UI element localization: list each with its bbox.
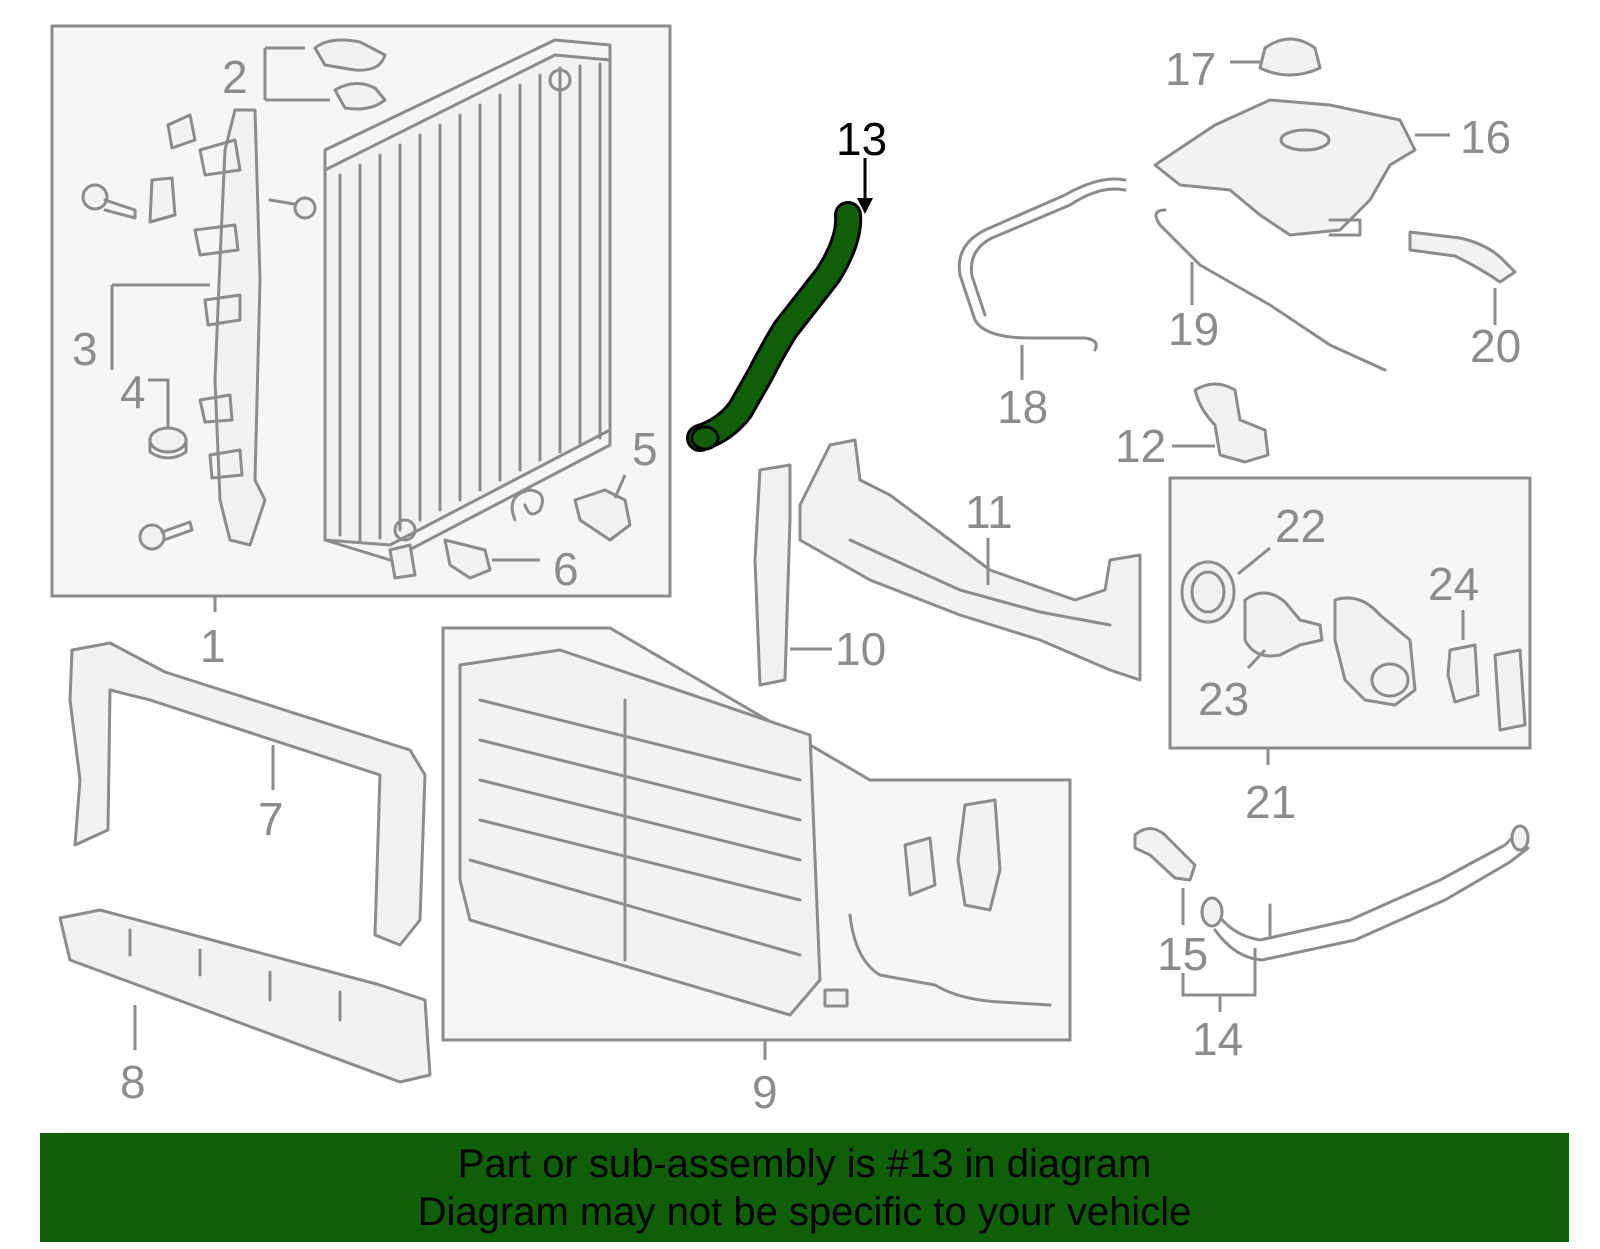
shutter-bracket[interactable] — [956, 798, 1002, 912]
callout-17: 17 — [1165, 43, 1216, 95]
callout-19: 19 — [1168, 303, 1219, 355]
radiator-side-bracket[interactable] — [193, 108, 267, 547]
shutter-actuator[interactable] — [903, 836, 937, 897]
callout-12: 12 — [1115, 420, 1166, 472]
thermostat-23[interactable] — [1243, 591, 1324, 658]
callout-21: 21 — [1245, 776, 1296, 828]
callout-6: 6 — [553, 543, 579, 595]
callout-2: 2 — [222, 51, 248, 103]
callout-16: 16 — [1460, 111, 1511, 163]
surge-tank-cap[interactable] — [1258, 37, 1322, 77]
lower-air-deflector-8[interactable] — [58, 908, 432, 1084]
thermostat-seal-22[interactable] — [1180, 560, 1236, 624]
callout-8: 8 — [120, 1056, 146, 1108]
radiator-drain-sensor[interactable] — [443, 538, 492, 580]
thermostat-housing[interactable] — [1333, 596, 1417, 707]
side-air-baffle-10[interactable] — [753, 463, 792, 687]
callout-5: 5 — [632, 423, 658, 475]
callout-14: 14 — [1192, 1013, 1243, 1065]
coolant-temp-sensor[interactable] — [573, 488, 632, 542]
radiator[interactable] — [323, 38, 612, 562]
thermostat-bracket-24[interactable] — [1446, 643, 1480, 704]
callout-13: 13 — [836, 113, 887, 165]
banner-line-part: Part or sub-assembly is #13 in diagram — [457, 1141, 1152, 1186]
coolant-pipe-14[interactable] — [1200, 824, 1530, 962]
radiator-bolt-left[interactable] — [81, 183, 137, 220]
callout-22: 22 — [1275, 500, 1326, 552]
radiator-hose-clamp[interactable] — [510, 488, 544, 522]
callout-20: 20 — [1470, 320, 1521, 372]
upper-insulator[interactable] — [313, 38, 387, 72]
lower-insulator[interactable] — [333, 82, 387, 111]
vent-hose-19[interactable] — [1154, 208, 1387, 372]
upper-air-baffle-11[interactable] — [798, 438, 1142, 682]
callout-7: 7 — [258, 793, 284, 845]
radiator-bolt-lower[interactable] — [138, 520, 194, 551]
callout-9: 9 — [752, 1066, 778, 1118]
shutter-harness[interactable] — [823, 913, 1052, 1008]
radiator-bracket-clip[interactable] — [148, 176, 177, 224]
radiator-inlet-hose-13[interactable] — [686, 201, 863, 452]
overflow-hose-18[interactable] — [957, 177, 1127, 352]
thermostat-plate[interactable] — [1493, 648, 1527, 732]
active-shutter-assembly[interactable] — [458, 648, 822, 1017]
callout-3: 3 — [72, 323, 98, 375]
radiator-bolt-right[interactable] — [268, 196, 317, 220]
banner-line-disclaimer: Diagram may not be specific to your vehi… — [417, 1189, 1192, 1234]
thermostat-group-box — [1168, 476, 1532, 750]
upper-radiator-support-7[interactable] — [68, 641, 427, 947]
callout-18: 18 — [997, 381, 1048, 433]
callout-1: 1 — [200, 620, 226, 672]
hose-20[interactable] — [1408, 230, 1517, 284]
radiator-clip-lower[interactable] — [388, 543, 417, 580]
callout-15: 15 — [1157, 928, 1208, 980]
callout-24: 24 — [1428, 558, 1479, 610]
callout-4: 4 — [120, 366, 146, 418]
callout-10: 10 — [835, 623, 886, 675]
radiator-clip-upper[interactable] — [166, 113, 197, 150]
radiator-grommet[interactable] — [148, 426, 188, 460]
info-banner: Part or sub-assembly is #13 in diagram D… — [40, 1133, 1569, 1242]
callout-23: 23 — [1198, 673, 1249, 725]
hose-elbow-12[interactable] — [1193, 382, 1270, 464]
bypass-hose-15[interactable] — [1133, 827, 1197, 882]
callout-11: 11 — [965, 486, 1013, 538]
surge-tank[interactable] — [1153, 98, 1417, 237]
